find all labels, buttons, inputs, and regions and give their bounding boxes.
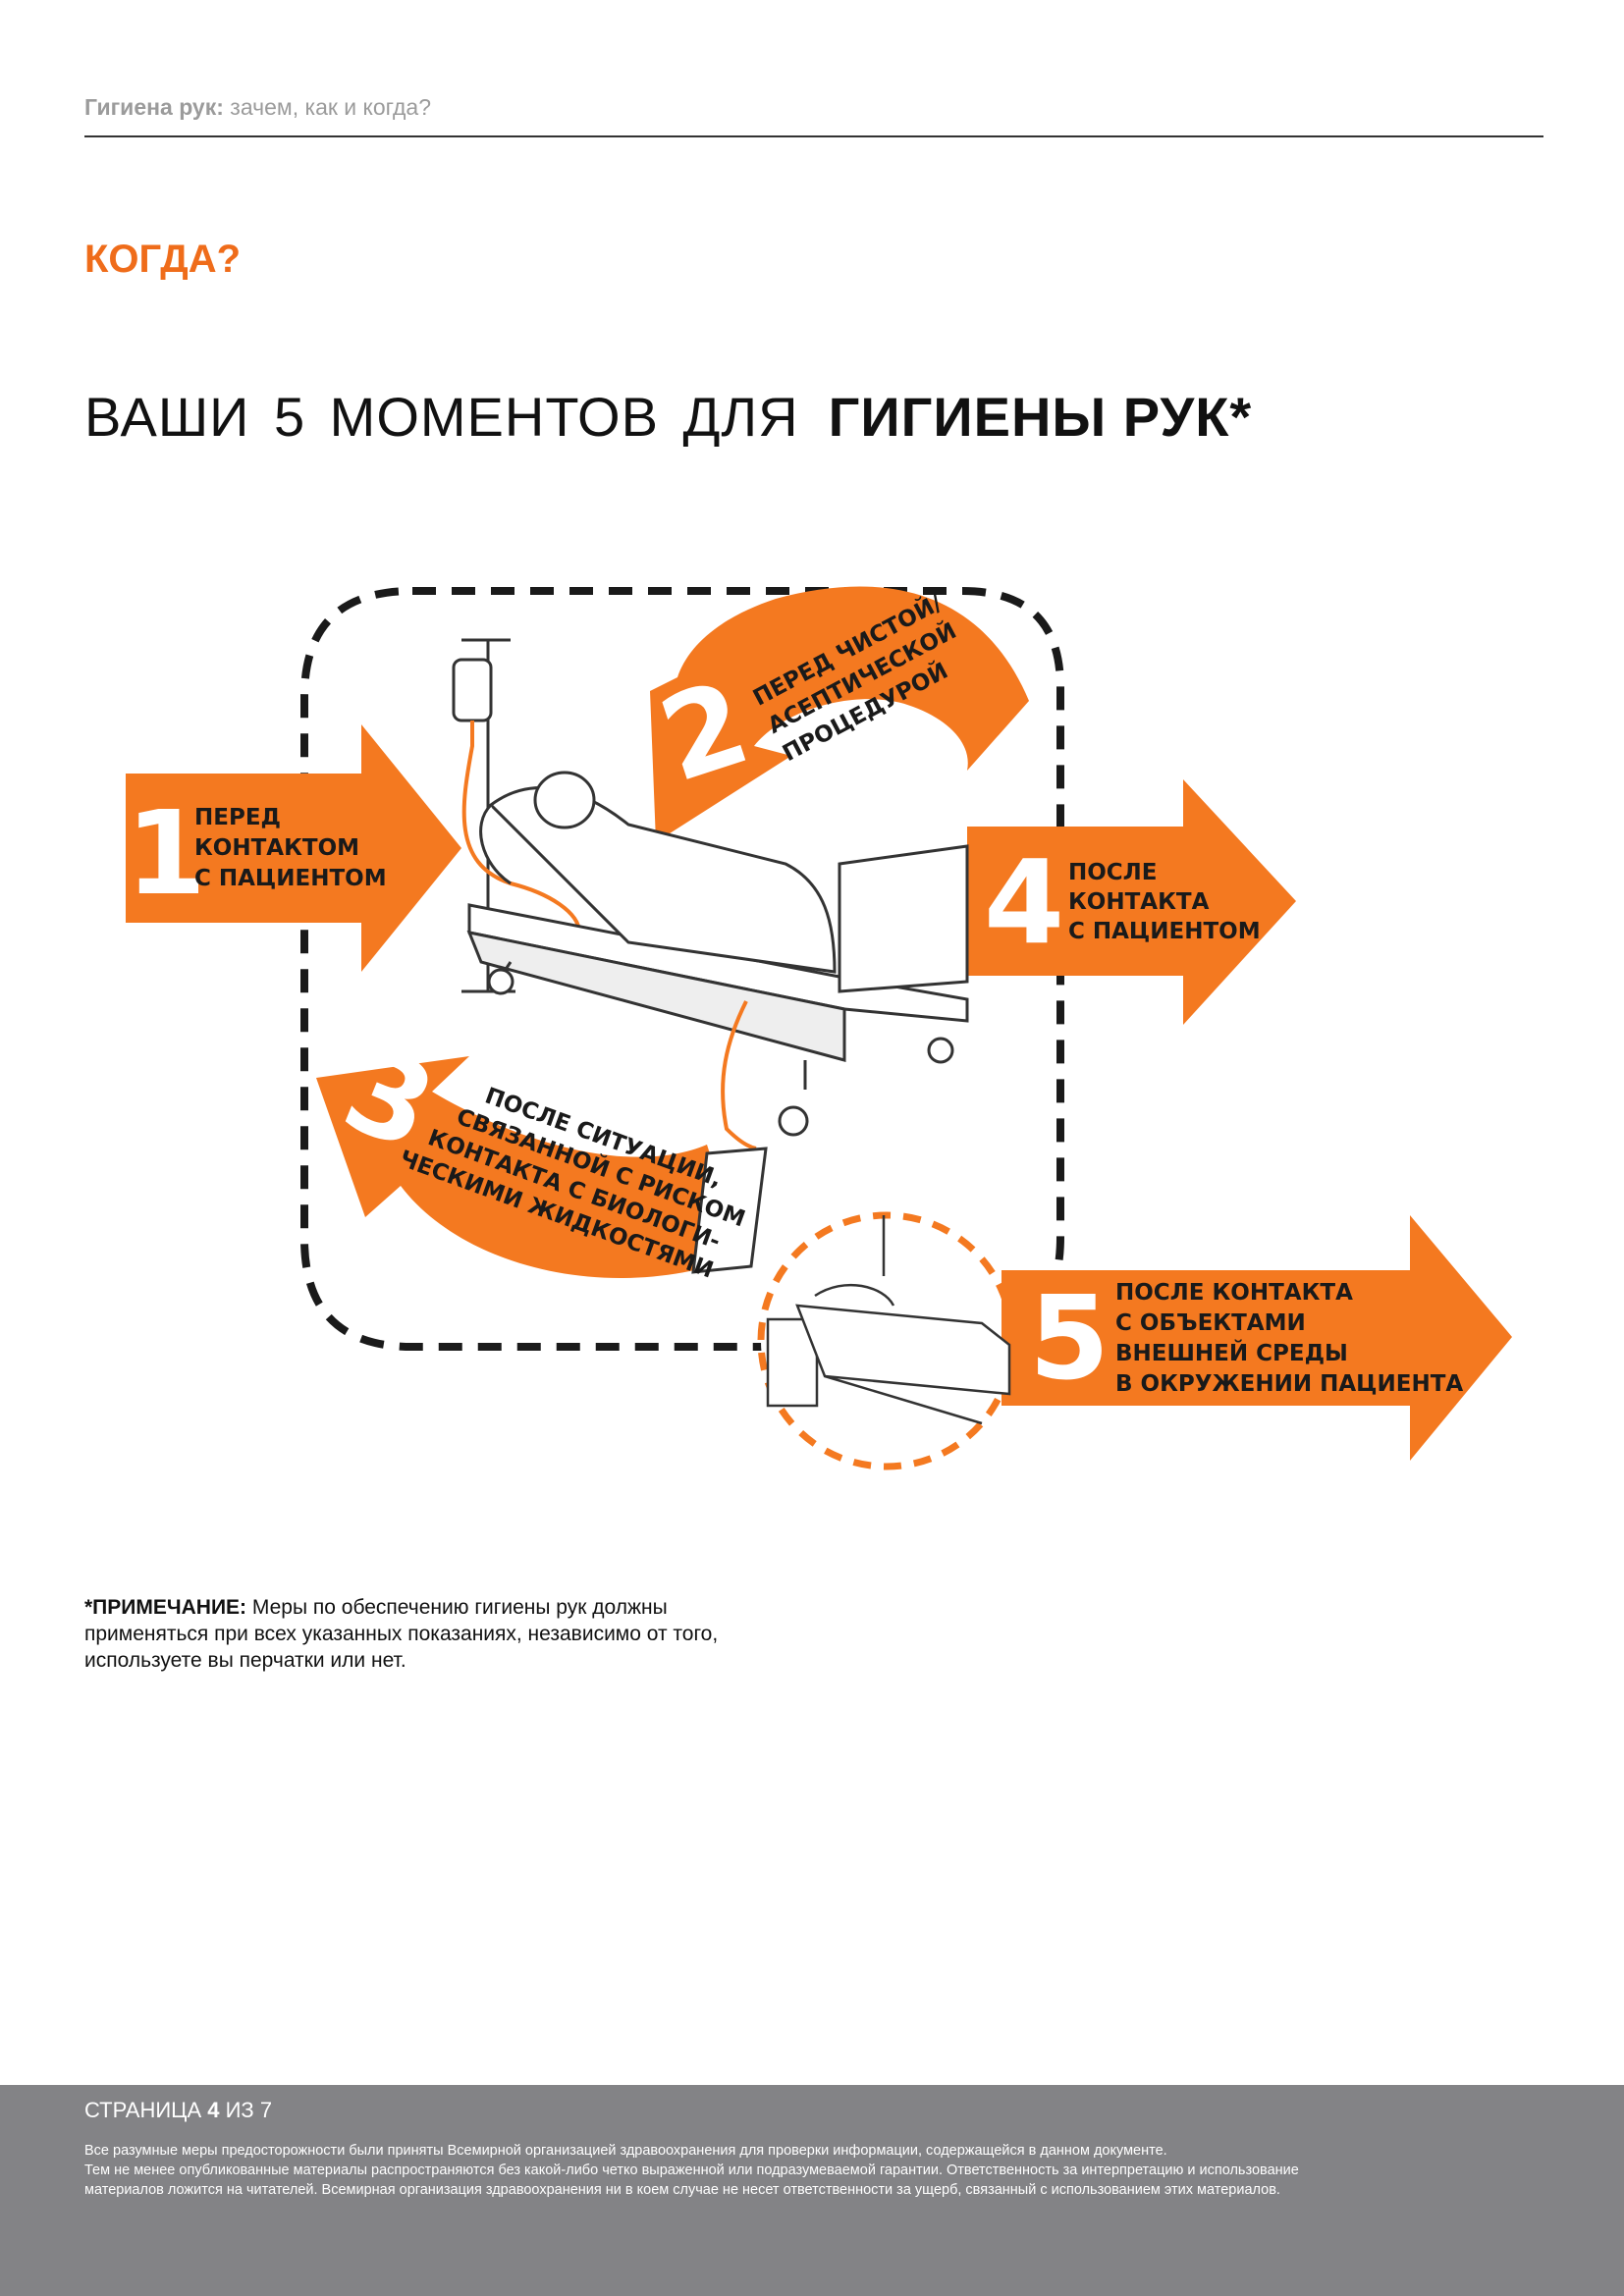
moment-2-arrow: [650, 586, 1029, 842]
footnote: *ПРИМЕЧАНИЕ: Меры по обеспечению гигиены…: [84, 1594, 791, 1674]
moment-4-line-2: КОНТАКТА: [1068, 889, 1210, 915]
moment-1-line-1: ПЕРЕД: [194, 805, 281, 830]
footnote-line-3: используете вы перчатки или нет.: [84, 1649, 406, 1672]
disclaimer: Все разумные меры предосторожности были …: [84, 2141, 1557, 2200]
page-middle: ИЗ: [219, 2098, 260, 2122]
moment-5-arrow: [1001, 1215, 1512, 1461]
moment-1-line-3: С ПАЦИЕНТОМ: [194, 866, 387, 891]
page-title: ВАШИ 5 МОМЕНТОВ ДЛЯ ГИГИЕНЫ РУК*: [84, 385, 1252, 449]
disclaimer-line-3: материалов ложится на читателей. Всемирн…: [84, 2182, 1280, 2198]
moment-5-line-1: ПОСЛЕ КОНТАКТА: [1115, 1280, 1353, 1306]
footnote-line-1: Меры по обеспечению гигиены рук должны: [246, 1596, 668, 1619]
page-footer: СТРАНИЦА 4 ИЗ 7 Все разумные меры предос…: [0, 2085, 1624, 2296]
disclaimer-line-2: Тем не менее опубликованные материалы ра…: [84, 2163, 1299, 2178]
page-prefix: СТРАНИЦА: [84, 2098, 208, 2122]
moment-5-line-2: С ОБЪЕКТАМИ: [1115, 1310, 1306, 1336]
document-header: Гигиена рук: зачем, как и когда?: [84, 94, 1543, 137]
iv-drip-illustration: [452, 638, 581, 993]
moment-4-arrow: [967, 779, 1296, 1025]
moment-5-number: 5: [1029, 1270, 1110, 1406]
moment-4-line-3: С ПАЦИЕНТОМ: [1068, 919, 1261, 944]
moment-1-arrow: [126, 724, 461, 972]
moment-4-line-1: ПОСЛЕ: [1068, 860, 1158, 885]
moment-5-line-4: В ОКРУЖЕНИИ ПАЦИЕНТА: [1115, 1371, 1463, 1397]
moment-3-arrow: [316, 1056, 742, 1278]
page-title-bold: ГИГИЕНЫ РУК*: [828, 386, 1253, 448]
footnote-label: *ПРИМЕЧАНИЕ:: [84, 1596, 247, 1619]
moment-5-line-3: ВНЕШНЕЙ СРЕДЫ: [1115, 1339, 1348, 1366]
moment-4-number: 4: [984, 834, 1064, 970]
moment-1-line-2: КОНТАКТОМ: [194, 835, 359, 861]
header-title-rest: зачем, как и когда?: [230, 94, 432, 120]
five-moments-diagram: 1 4 5 2 3 ПЕРЕД КОНТАКТОМ С ПАЦИЕНТОМ ПО…: [0, 550, 1624, 1492]
page-indicator: СТРАНИЦА 4 ИЗ 7: [84, 2098, 272, 2123]
empty-bed-illustration: [766, 1215, 1011, 1425]
page-total: 7: [259, 2098, 273, 2122]
footnote-line-2: применяться при всех указанных показания…: [84, 1623, 719, 1645]
page-title-normal: ВАШИ 5 МОМЕНТОВ ДЛЯ: [84, 386, 799, 448]
header-title-bold: Гигиена рук:: [84, 94, 224, 120]
patient-bed-illustration: [466, 771, 969, 1274]
page-current: 4: [207, 2098, 220, 2122]
patient-zone-border: [300, 587, 1064, 1351]
moment-1-number: 1: [126, 785, 206, 921]
section-heading: КОГДА?: [84, 238, 242, 281]
disclaimer-line-1: Все разумные меры предосторожности были …: [84, 2143, 1167, 2159]
